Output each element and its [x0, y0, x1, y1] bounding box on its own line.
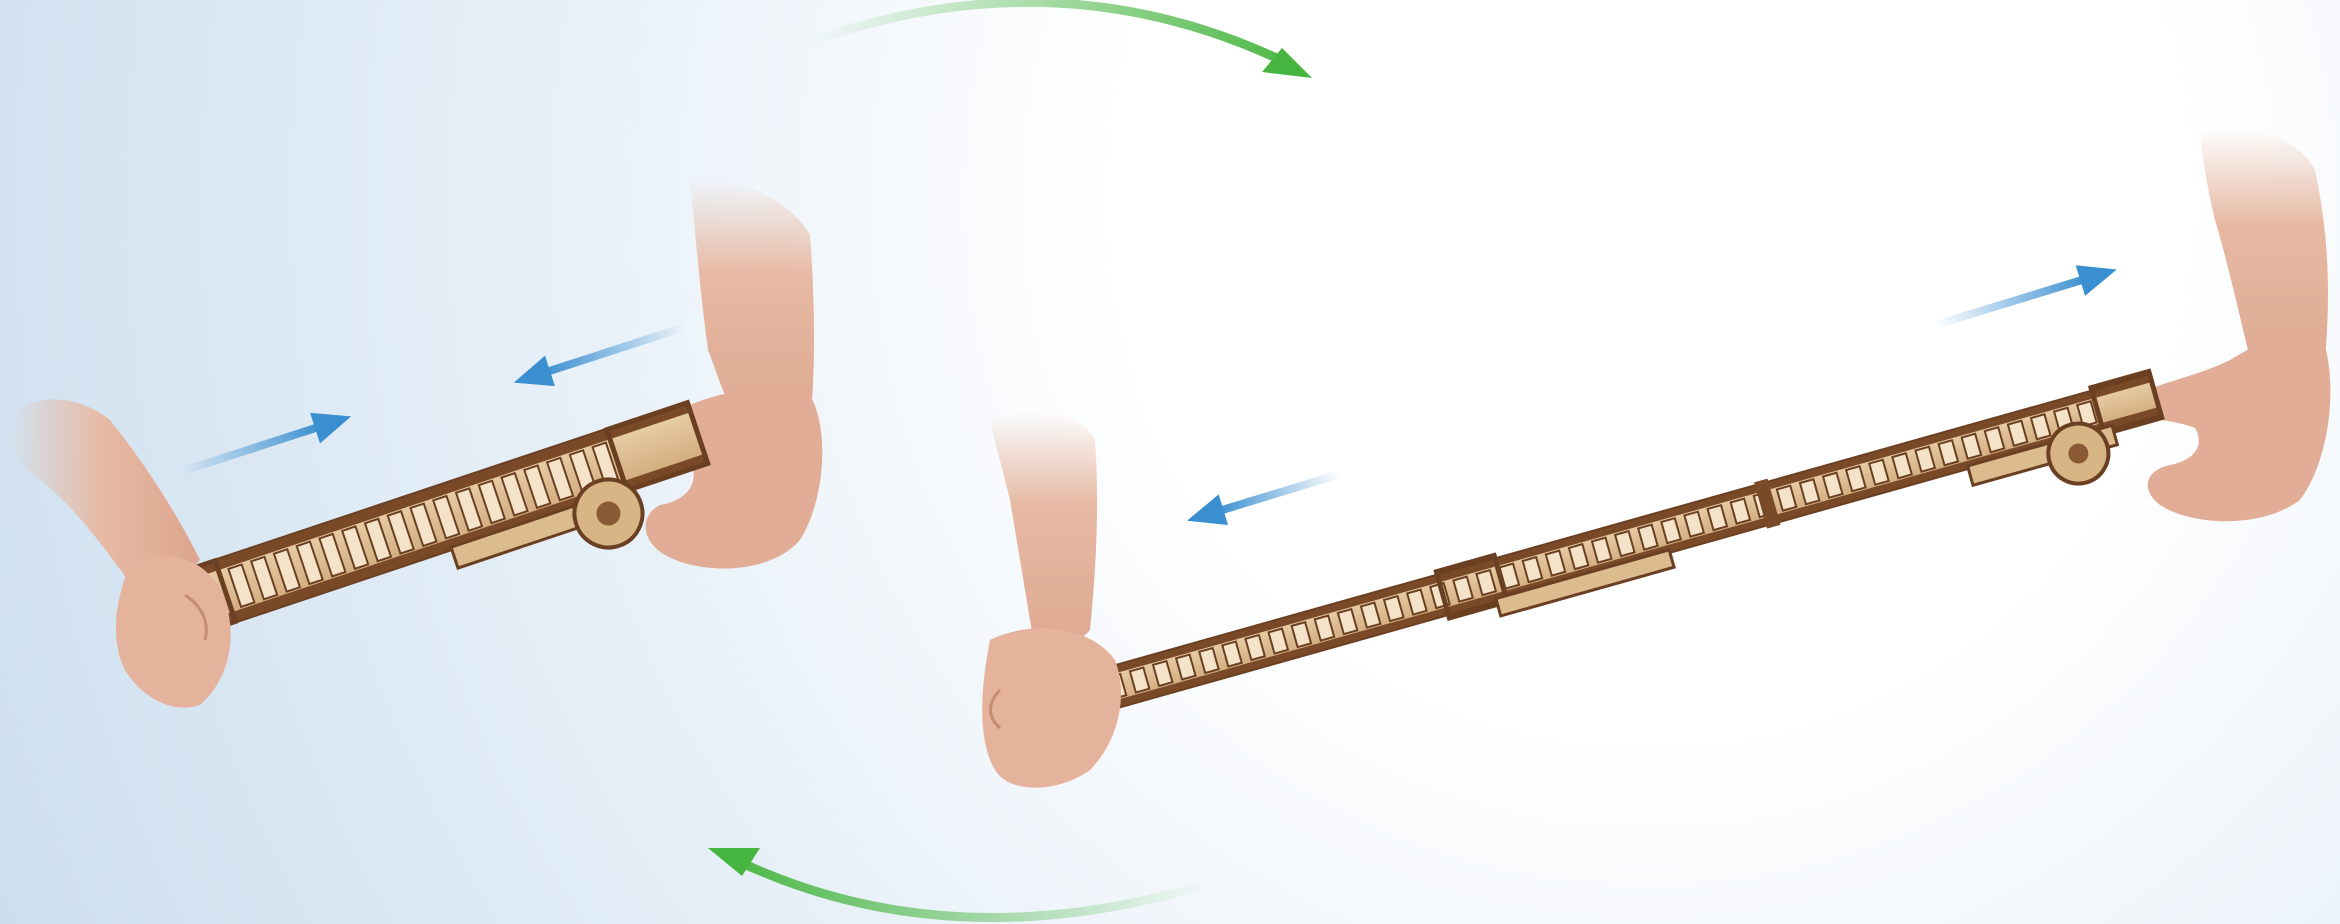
- diagram-canvas: [0, 0, 2340, 924]
- instruction-diagram: [0, 0, 2340, 924]
